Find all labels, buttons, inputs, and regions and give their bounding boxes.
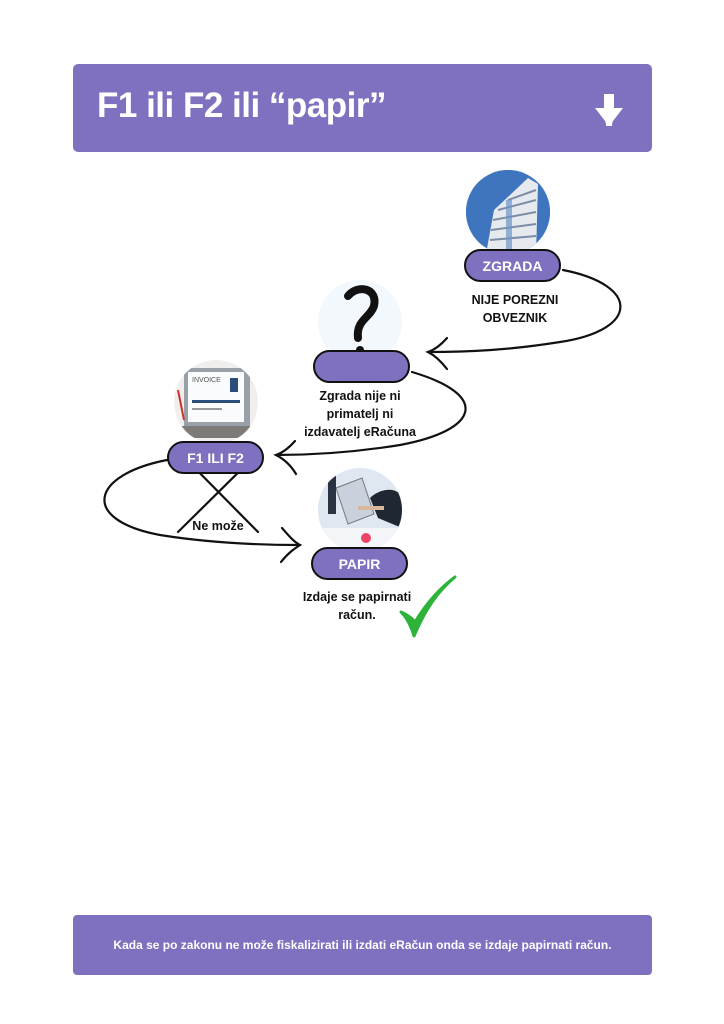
ne-moze-label: Ne može bbox=[192, 519, 244, 533]
page-title: F1 ili F2 ili “papir” bbox=[97, 86, 387, 125]
caption-line: primatelj ni bbox=[326, 407, 394, 421]
arrow-f1f2-to-papir bbox=[103, 458, 302, 547]
caption-line: OBVEZNIK bbox=[482, 311, 548, 325]
arrow-question-to-f1f2 bbox=[274, 370, 467, 457]
arrowhead bbox=[425, 336, 449, 371]
arrow-zgrada-to-question bbox=[426, 268, 622, 354]
node-f1-ili-f2: F1 ILI F2 bbox=[167, 441, 264, 474]
title-banner: F1 ili F2 ili “papir” bbox=[73, 64, 652, 152]
caption-line: izdavatelj eRačuna bbox=[304, 425, 416, 439]
node-question bbox=[313, 350, 410, 383]
node-papir: PAPIR bbox=[311, 547, 408, 580]
caption-line: račun. bbox=[338, 608, 376, 622]
footer-text: Kada se po zakonu ne može fiskalizirati … bbox=[113, 938, 612, 952]
caption-line: NIJE POREZNI bbox=[471, 293, 559, 307]
arrowhead bbox=[273, 439, 298, 476]
footer-note: Kada se po zakonu ne može fiskalizirati … bbox=[73, 915, 652, 975]
node-zgrada: ZGRADA bbox=[464, 249, 561, 282]
building-image bbox=[466, 170, 550, 254]
arrow-down-icon bbox=[595, 94, 623, 126]
svg-text:INVOICE: INVOICE bbox=[192, 377, 221, 384]
caption-line: Izdaje se papirnati bbox=[302, 590, 412, 604]
zgrada-caption: NIJE POREZNI OBVEZNIK bbox=[450, 291, 580, 327]
paperwork-image bbox=[318, 468, 402, 552]
invoice-laptop-image: INVOICE bbox=[174, 360, 258, 444]
papir-caption: Izdaje se papirnati račun. bbox=[282, 588, 432, 624]
caption-line: Zgrada nije ni bbox=[319, 389, 401, 403]
checkmark-icon bbox=[399, 575, 457, 638]
question-caption: Zgrada nije ni primatelj ni izdavatelj e… bbox=[295, 387, 425, 441]
arrowhead bbox=[279, 526, 303, 564]
